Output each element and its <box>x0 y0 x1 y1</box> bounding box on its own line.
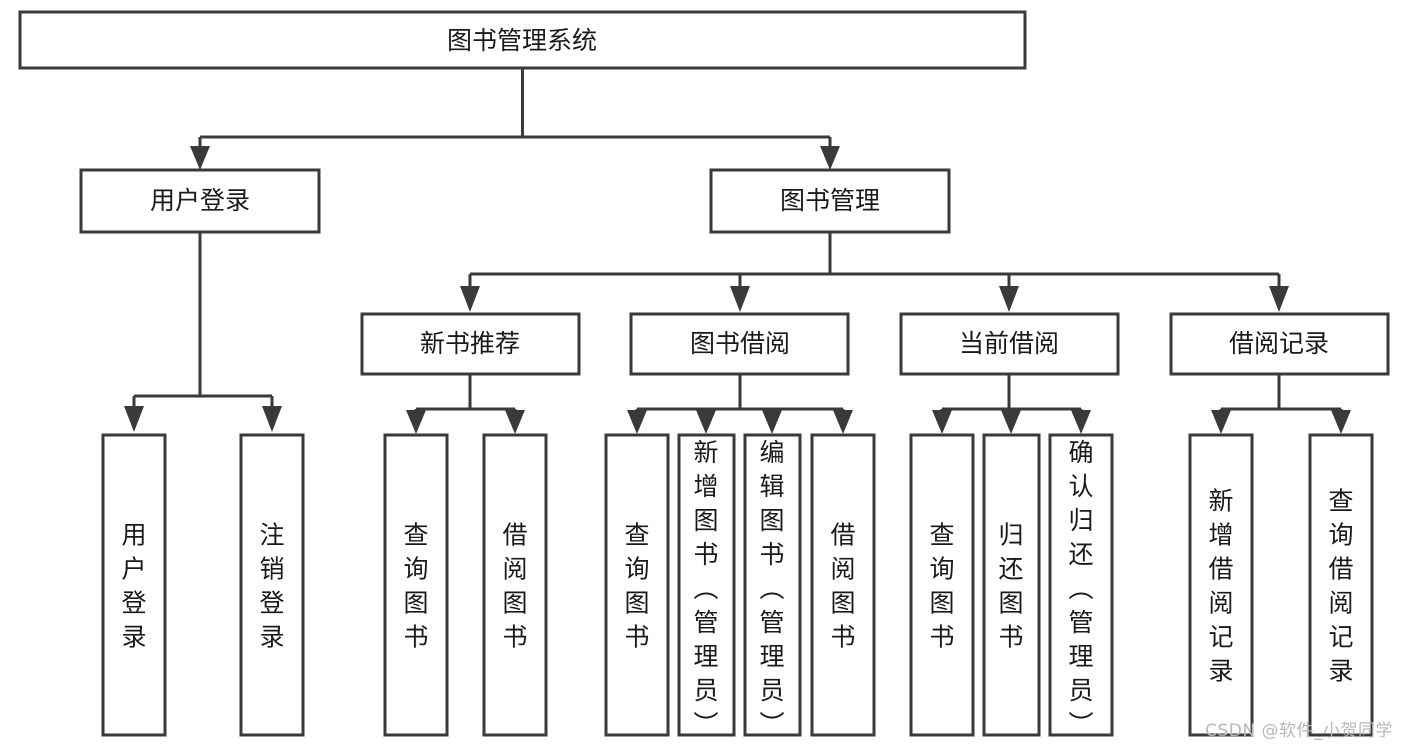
leaf-query-book-3-label: 查询图书 <box>929 521 954 652</box>
leaf-borrow-book-1-label: 借阅图书 <box>502 521 527 652</box>
leaf-node-query-book-3[interactable]: 查询图书 <box>909 433 975 737</box>
leaf-borrow-book-1-box[interactable] <box>482 433 548 737</box>
node-borrow-record-box[interactable] <box>1169 312 1390 376</box>
leaf-query-book-1-box[interactable] <box>383 433 449 737</box>
arrow-bb-leaf-4 <box>833 410 853 434</box>
leaf-user-login-label: 用户登录 <box>121 521 146 652</box>
leaf-confirm-return-label: 确认归还︵管理员︶ <box>1068 438 1093 739</box>
node-root-label: 图书管理系统 <box>447 26 597 55</box>
leaf-query-record-label: 查询借阅记录 <box>1328 487 1353 686</box>
node-user-login-box[interactable] <box>79 168 321 234</box>
node-root-box[interactable] <box>18 10 1027 70</box>
leaf-return-book-label: 归还图书 <box>998 521 1023 652</box>
leaf-node-query-book-2[interactable]: 查询图书 <box>604 433 670 737</box>
node-new-book-recommend-label: 新书推荐 <box>420 329 520 358</box>
node-book-management-box[interactable] <box>709 168 951 234</box>
arrow-bm-to-borrow-record <box>1269 286 1289 312</box>
leaf-user-logout-box[interactable] <box>239 433 305 737</box>
leaf-node-edit-book[interactable]: 编辑图书︵管理员︶ <box>743 433 802 739</box>
leaf-add-book-box[interactable] <box>677 433 736 737</box>
leaf-query-record-box[interactable] <box>1308 433 1374 737</box>
arrow-nbr-leaf-1 <box>406 410 426 434</box>
arrow-cb-leaf-3 <box>1071 410 1091 434</box>
arrow-user-login-leaf-1 <box>124 406 144 432</box>
node-root[interactable]: 图书管理系统 <box>18 10 1027 70</box>
arrow-cb-leaf-1 <box>932 410 952 434</box>
arrow-bb-leaf-1 <box>627 410 647 434</box>
node-book-borrow-box[interactable] <box>629 312 850 376</box>
leaf-node-borrow-book-1[interactable]: 借阅图书 <box>482 433 548 737</box>
leaf-node-user-login[interactable]: 用户登录 <box>101 433 167 737</box>
arrow-bm-to-current-borrow <box>999 286 1019 312</box>
node-book-management[interactable]: 图书管理 <box>709 168 951 234</box>
connector-layer <box>124 68 1351 434</box>
node-new-book-recommend-box[interactable] <box>360 312 581 376</box>
node-user-login-label: 用户登录 <box>150 186 250 215</box>
leaf-add-record-label: 新增借阅记录 <box>1208 487 1233 686</box>
leaf-node-return-book[interactable]: 归还图书 <box>982 433 1041 737</box>
node-user-login[interactable]: 用户登录 <box>79 168 321 234</box>
node-book-management-label: 图书管理 <box>780 186 880 215</box>
leaf-node-add-book[interactable]: 新增图书︵管理员︶ <box>677 433 736 739</box>
leaf-confirm-return-box[interactable] <box>1048 433 1114 737</box>
leaf-user-logout-label: 注销登录 <box>259 521 284 652</box>
node-book-borrow-label: 图书借阅 <box>690 329 790 358</box>
node-borrow-record[interactable]: 借阅记录 <box>1169 312 1390 376</box>
leaf-add-book-label: 新增图书︵管理员︶ <box>693 438 718 739</box>
arrow-br-leaf-1 <box>1211 410 1231 434</box>
node-borrow-record-label: 借阅记录 <box>1229 329 1329 358</box>
leaf-node-borrow-book-2[interactable]: 借阅图书 <box>810 433 876 737</box>
leaf-node-add-record[interactable]: 新增借阅记录 <box>1188 433 1254 737</box>
arrow-bb-leaf-3 <box>762 410 782 434</box>
node-current-borrow-box[interactable] <box>899 312 1120 376</box>
leaf-node-query-book-1[interactable]: 查询图书 <box>383 433 449 737</box>
leaf-node-user-logout[interactable]: 注销登录 <box>239 433 305 737</box>
arrow-user-login-leaf-2 <box>262 406 282 432</box>
leaf-query-book-1-label: 查询图书 <box>403 521 428 652</box>
arrow-bb-leaf-2 <box>696 410 716 434</box>
leaf-borrow-book-2-label: 借阅图书 <box>830 521 855 652</box>
leaf-user-login-box[interactable] <box>101 433 167 737</box>
arrow-br-leaf-2 <box>1331 410 1351 434</box>
arrow-root-to-user-login <box>190 146 210 170</box>
node-book-borrow[interactable]: 图书借阅 <box>629 312 850 376</box>
node-current-borrow-label: 当前借阅 <box>959 329 1059 358</box>
leaf-borrow-book-2-box[interactable] <box>810 433 876 737</box>
leaf-query-book-3-box[interactable] <box>909 433 975 737</box>
leaf-query-book-2-box[interactable] <box>604 433 670 737</box>
arrow-cb-leaf-2 <box>1001 410 1021 434</box>
node-new-book-recommend[interactable]: 新书推荐 <box>360 312 581 376</box>
node-current-borrow[interactable]: 当前借阅 <box>899 312 1120 376</box>
leaf-edit-book-box[interactable] <box>743 433 802 737</box>
arrow-nbr-leaf-2 <box>505 410 525 434</box>
leaf-node-confirm-return[interactable]: 确认归还︵管理员︶ <box>1048 433 1114 739</box>
arrow-root-to-book-management <box>820 146 840 170</box>
arrow-bm-to-new-book-recommend <box>460 286 480 312</box>
arrow-bm-to-book-borrow <box>730 286 750 312</box>
leaf-edit-book-label: 编辑图书︵管理员︶ <box>759 438 784 739</box>
leaf-node-query-record[interactable]: 查询借阅记录 <box>1308 433 1374 737</box>
leaf-query-book-2-label: 查询图书 <box>624 521 649 652</box>
leaf-add-record-box[interactable] <box>1188 433 1254 737</box>
leaf-return-book-box[interactable] <box>982 433 1041 737</box>
